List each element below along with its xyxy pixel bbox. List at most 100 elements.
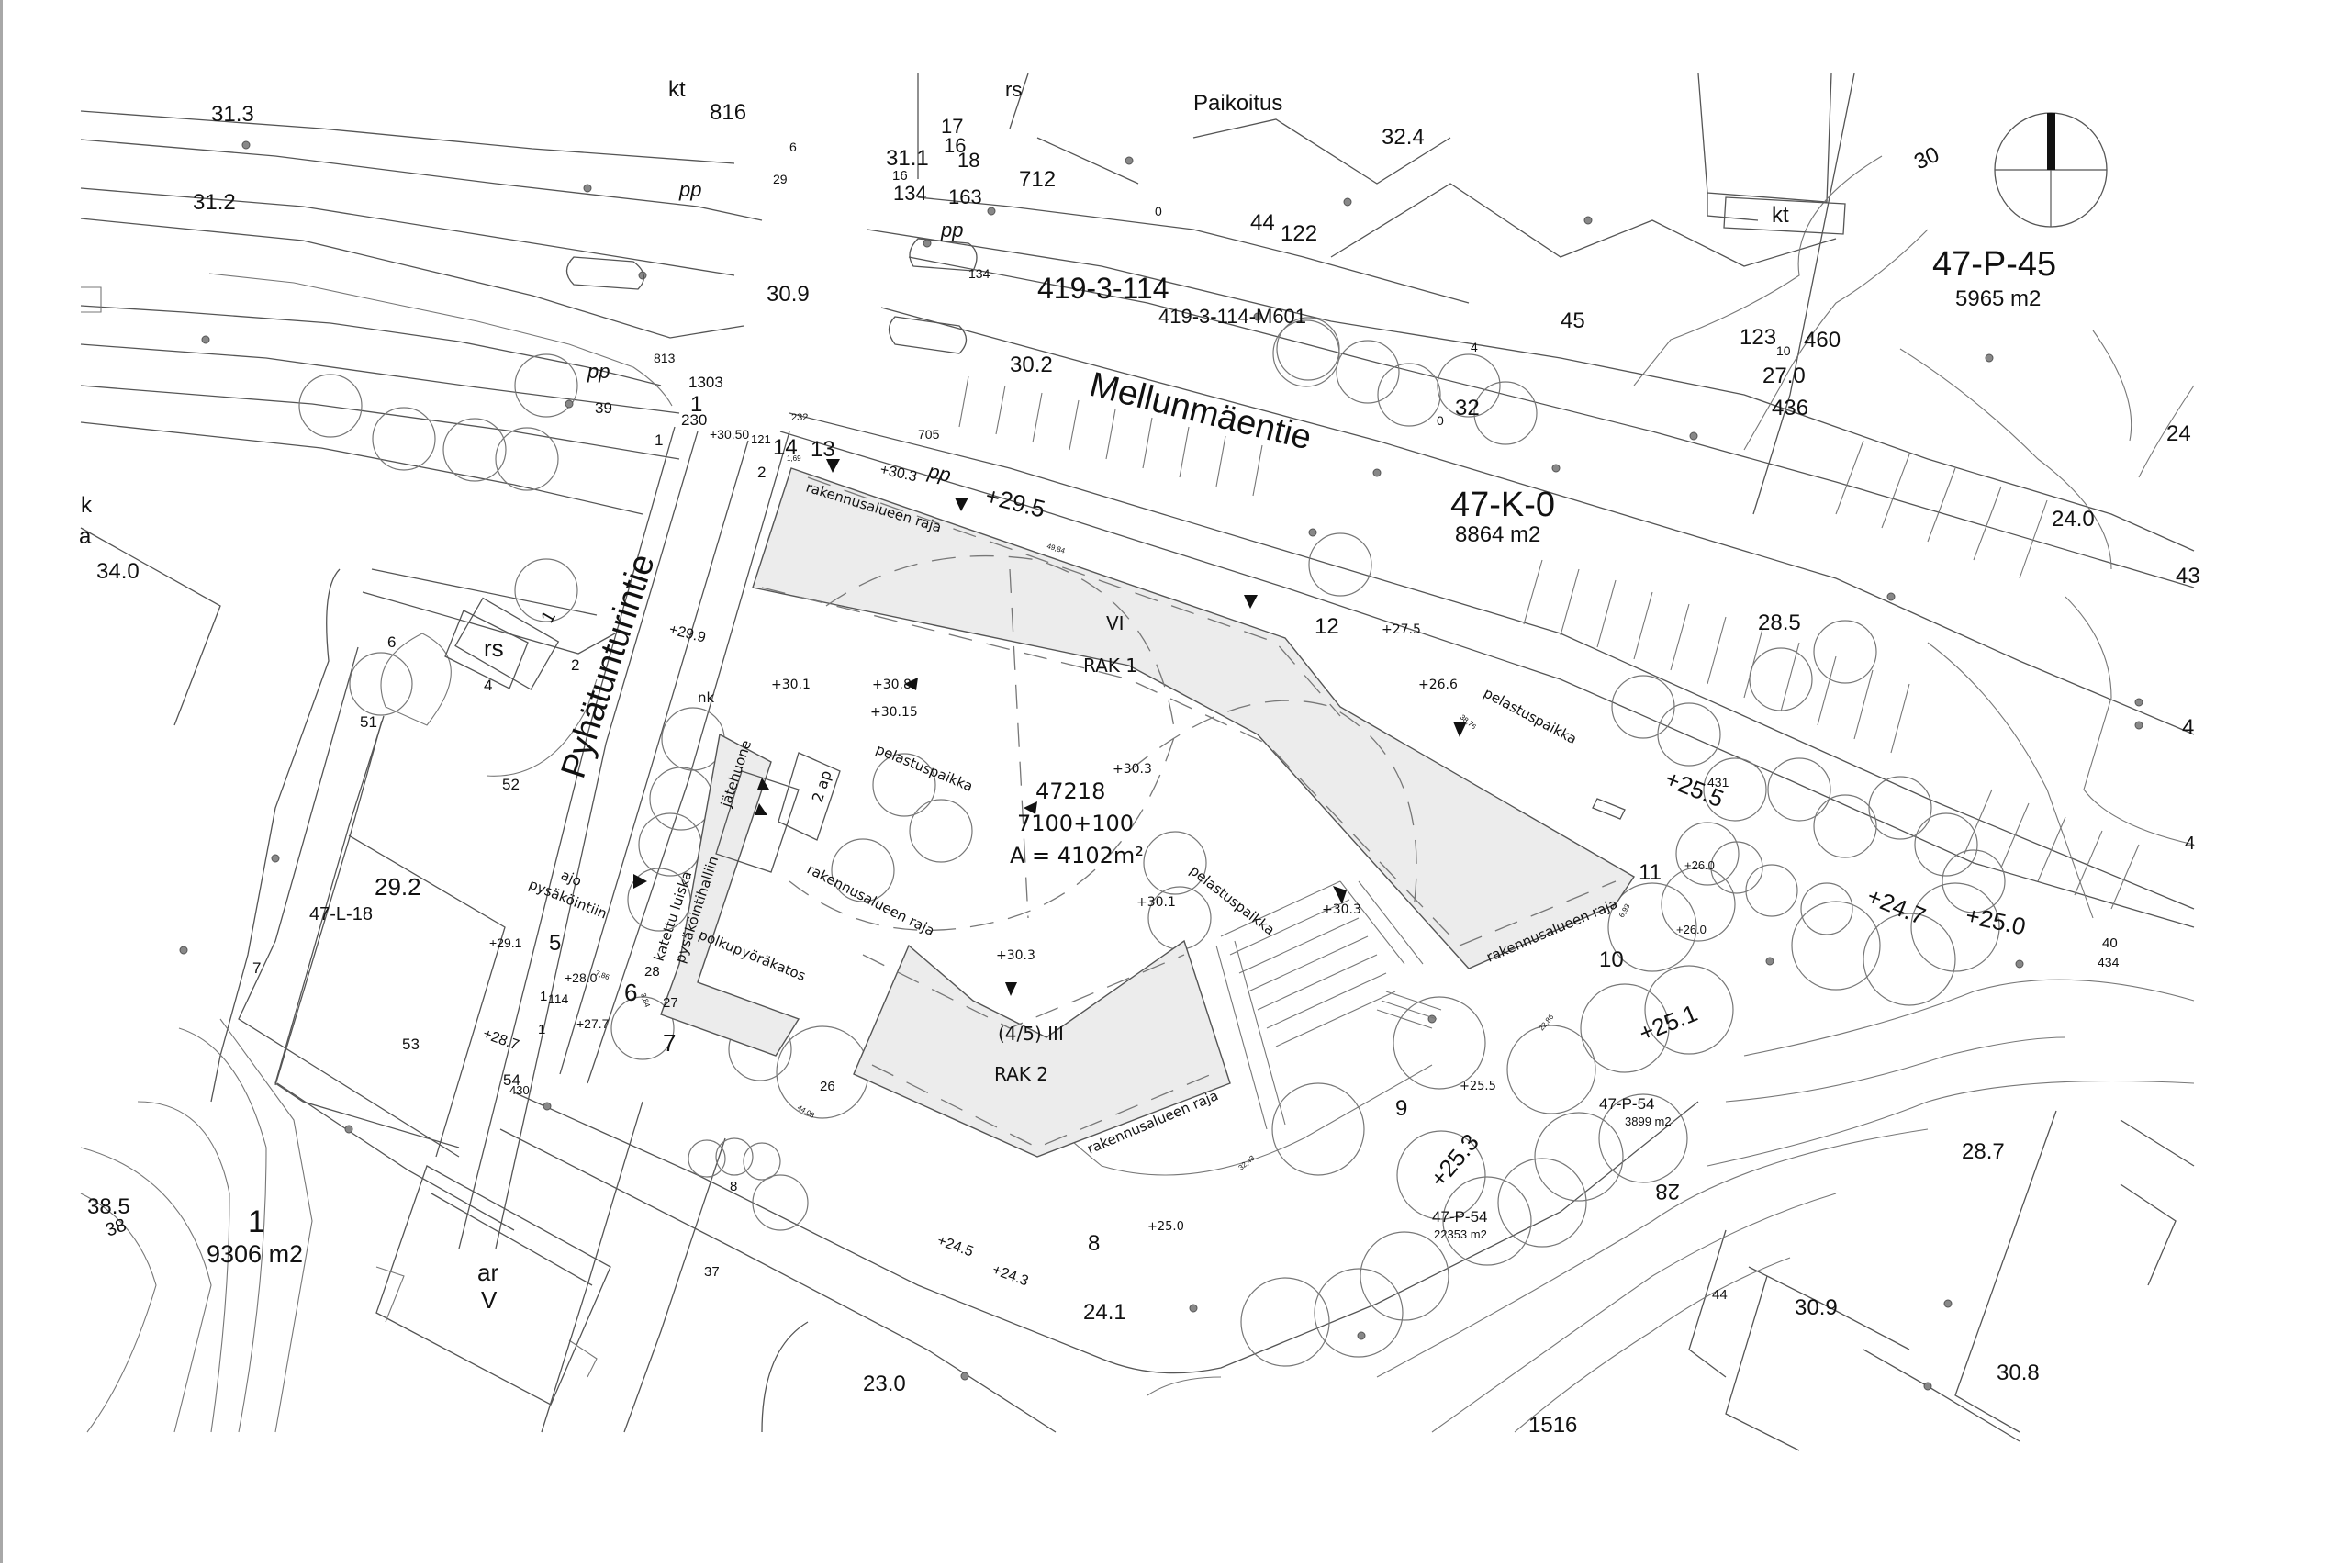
arrow-marker-icon [955, 498, 968, 511]
point-number: 4 [2185, 834, 2195, 854]
point-number: 1303 [688, 374, 723, 391]
dimension-label: 32,43 [1237, 1153, 1258, 1171]
spot-height: 28.5 [1758, 610, 1801, 635]
building-rak2-footprint[interactable] [853, 939, 1231, 1158]
point-number: 6 [624, 979, 637, 1006]
design-height: +30.15 [870, 705, 918, 720]
rak2-label: RAK 2 [994, 1063, 1048, 1085]
design-height: +25.3 [1425, 1128, 1484, 1193]
rak1-floors: VI [1106, 612, 1125, 634]
spot-height: 28.7 [1962, 1139, 2005, 1164]
plot-number: 7100+100 [1017, 811, 1134, 836]
point-number: 430 [509, 1083, 530, 1097]
dimension-label: 49,84 [1046, 542, 1066, 555]
building-boundary-dashes [761, 476, 1617, 1148]
design-height: +30.8 [872, 678, 912, 692]
point-number: 4 [2182, 715, 2194, 740]
design-height: +25.0 [1964, 902, 2029, 941]
label-bike-shelter: polkupyöräkatos [697, 926, 809, 984]
street-label-mellunmaentie: Mellunmäentie [1086, 365, 1315, 458]
design-height: +30.3 [1322, 902, 1361, 917]
label-kt: kt [1772, 203, 1789, 228]
point-number: 29 [773, 172, 788, 186]
point-number: 163 [948, 185, 982, 208]
zone-area: 5965 m2 [1955, 286, 2041, 311]
design-height: +30.1 [1136, 895, 1176, 910]
point-number: 14 [773, 435, 798, 460]
spot-height: 31.1 [886, 146, 929, 171]
spot-height: 24.0 [2052, 507, 2095, 532]
point-number: 6 [387, 633, 396, 651]
design-height: +28.0 [565, 970, 598, 985]
point-number: 45 [1561, 308, 1585, 333]
dimension-label: 3,84 [639, 992, 652, 1009]
point-number: 4 [484, 677, 492, 694]
point-number: 114 [548, 991, 569, 1006]
zone-code: 47-K-0 [1450, 486, 1555, 524]
parking-stalls [958, 375, 2140, 910]
point-number: 6 [789, 140, 797, 154]
point-number: 10 [1599, 947, 1624, 972]
label-left-a: a [79, 524, 92, 549]
dimension-label: 6,93 [1617, 902, 1632, 919]
design-height: +27.5 [1382, 622, 1421, 637]
design-height: +30.3 [996, 948, 1035, 963]
point-number: 1 [538, 1022, 545, 1037]
point-number: 12 [1315, 614, 1339, 639]
map-linework [80, 73, 2195, 1451]
block-number: 47218 [1035, 778, 1105, 804]
point-number: 1 [540, 989, 547, 1004]
arrow-marker-icon [1333, 886, 1347, 904]
north-arrow-icon [1994, 112, 2108, 228]
point-number: 460 [1804, 328, 1841, 353]
point-number: 813 [654, 351, 676, 365]
point-number: 39 [595, 399, 612, 417]
point-number: 28 [1655, 1179, 1680, 1204]
zone-area: 8864 m2 [1455, 522, 1540, 547]
point-number: 7 [663, 1029, 676, 1057]
building-rak1-footprint[interactable] [752, 467, 1635, 969]
point-number: 121 [751, 432, 771, 446]
arrow-marker-icon [1244, 595, 1258, 609]
point-number: 54 [503, 1071, 520, 1089]
zone-area: 9306 m2 [207, 1240, 303, 1268]
spot-height: 30.9 [767, 282, 810, 307]
arrow-marker-icon [755, 803, 767, 815]
design-height: +26.0 [1684, 858, 1715, 872]
polkupyorakatos-footprint[interactable] [660, 733, 800, 1057]
point-number: 1 [655, 431, 663, 449]
spot-height: 24.1 [1083, 1300, 1126, 1325]
point-number: 122 [1281, 221, 1317, 246]
spot-height: 32.4 [1382, 125, 1425, 150]
point-number: 434 [2098, 955, 2120, 969]
label-pp: pp [587, 360, 610, 383]
point-number: 18 [957, 149, 979, 172]
point-number: 0 [1437, 413, 1444, 428]
arrow-marker-icon [1005, 982, 1017, 996]
label-ar-floors: V [481, 1286, 498, 1314]
small-structures [444, 196, 1846, 873]
design-height: +25.5 [1460, 1080, 1496, 1093]
point-number: 10 [1776, 343, 1791, 358]
rak1-label: RAK 1 [1083, 655, 1137, 677]
arrow-marker-icon [826, 459, 840, 473]
design-height: +25.0 [1147, 1220, 1184, 1234]
spot-height: 23.0 [863, 1372, 906, 1396]
point-number: 2 [571, 656, 579, 674]
label-parcel-m: 419-3-114-M601 [1158, 305, 1306, 328]
building-areas [660, 467, 1635, 1158]
design-height: +27.7 [576, 1016, 610, 1031]
label-kt: kt [668, 77, 686, 102]
design-height: +30.50 [710, 427, 749, 442]
arrow-marker-icon [904, 678, 918, 690]
arrow-marker-icon [633, 874, 647, 889]
point-number: 51 [360, 713, 377, 731]
point-number: 1516 [1528, 1413, 1577, 1438]
design-height: +30.3 [878, 462, 918, 485]
point-number: 24 [2166, 421, 2191, 446]
design-height: +30.1 [771, 678, 811, 692]
point-number: 232 [791, 412, 808, 423]
plot-area: A = 4102m² [1010, 843, 1144, 868]
